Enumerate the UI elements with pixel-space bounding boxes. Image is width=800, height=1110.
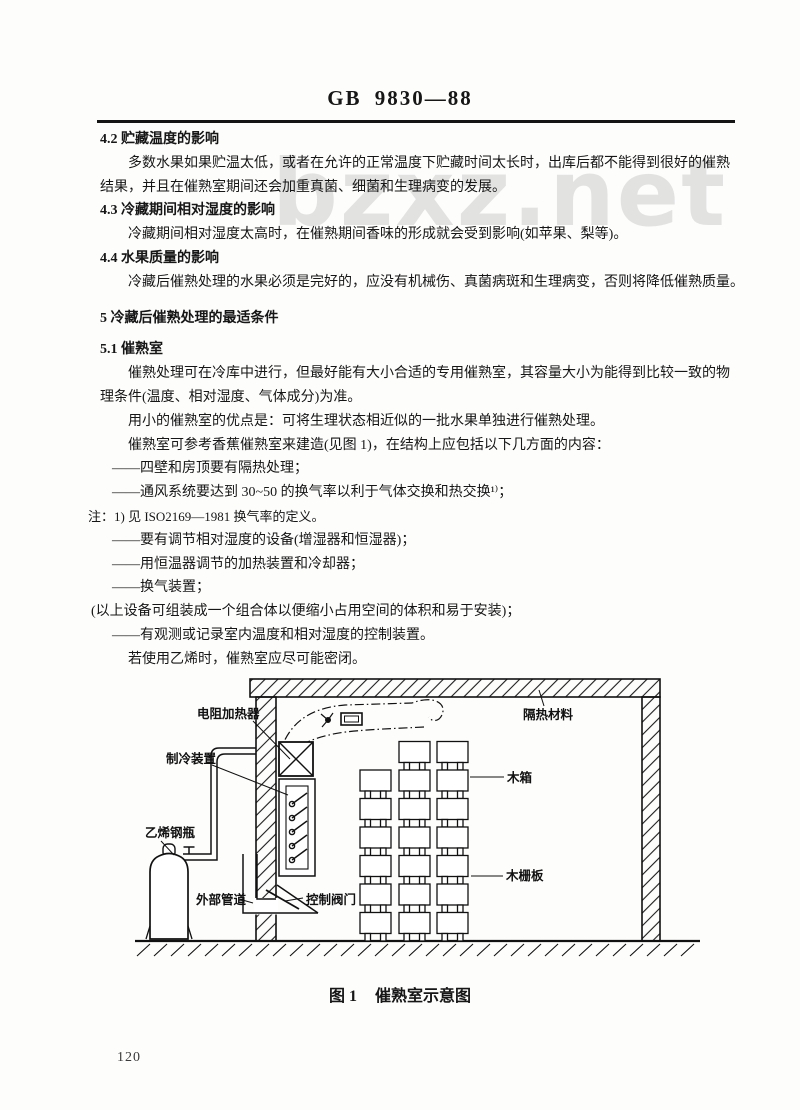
fan-icon — [320, 712, 334, 728]
parenthetical-line: (以上设备可组装成一个组合体以便缩小占用空间的体积和易于安装)； — [91, 604, 521, 620]
paragraph-line: 冷藏期间相对湿度太高时，在催熟期间香味的形成就会受到影响(如苹果、梨等)。 — [128, 227, 628, 243]
header-rule — [97, 120, 735, 123]
label-wooden-box: 木箱 — [506, 770, 533, 785]
paragraph-line: 结果，并且在催熟室期间还会加重真菌、细菌和生理病变的发展。 — [100, 179, 506, 195]
figure-caption: 图 1 催熟室示意图 — [0, 982, 800, 1006]
paragraph-line: 若使用乙烯时，催熟室应尽可能密闭。 — [128, 651, 366, 667]
ethylene-pipe — [183, 747, 256, 861]
list-item-line: ——四壁和房顶要有隔热处理； — [112, 461, 308, 477]
footnote-line: 注：1) 见 ISO2169—1981 换气率的定义。 — [88, 508, 325, 524]
section-4-3-heading: 4.3 冷藏期间相对湿度的影响 — [100, 203, 275, 219]
paragraph-line: 催熟室可参考香蕉催熟室来建造(见图 1)，在结构上应包括以下几方面的内容： — [128, 437, 610, 453]
label-external-pipe: 外部管道 — [195, 892, 247, 907]
list-item-line: ——换气装置； — [112, 580, 210, 596]
label-insulation: 隔热材料 — [523, 707, 574, 722]
paragraph-line: 多数水果如果贮温太低，或者在允许的正常温度下贮藏时间太长时，出库后都不能得到很好… — [128, 155, 730, 171]
watermark: bzxz.net — [272, 140, 728, 247]
figure-caption-number: 图 1 — [328, 988, 357, 1005]
list-item-line: ——通风系统要达到 30~50 的换气率以利于气体交换和热交换¹⁾； — [112, 485, 513, 501]
figure-caption-title: 催熟室示意图 — [375, 988, 472, 1005]
label-resistance-heater: 电阻加热器 — [197, 706, 260, 721]
list-item-line: ——要有调节相对湿度的设备(增湿器和恒湿器)； — [112, 532, 416, 548]
crate-stacks — [359, 740, 469, 942]
list-item-line: ——有观测或记录室内温度和相对湿度的控制装置。 — [112, 627, 434, 643]
figure-1-schematic: 电阻加热器 制冷装置 乙烯钢瓶 外部管道 控制阀门 隔热材料 木箱 木栅板 — [135, 678, 700, 957]
label-wooden-slat: 木栅板 — [505, 868, 544, 883]
paragraph-line: 冷藏后催熟处理的水果必须是完好的，应没有机械伤、真菌病斑和生理病变，否则将降低催… — [128, 274, 744, 290]
ground-hatch — [136, 943, 695, 957]
paragraph-line: 用小的催熟室的优点是：可将生理状态相近似的一批水果单独进行催熟处理。 — [128, 413, 604, 429]
list-item-line: ——用恒温器调节的加热装置和冷却器； — [112, 556, 364, 572]
section-4-4-heading: 4.4 水果质量的影响 — [100, 250, 219, 266]
resistance-heater-icon — [278, 741, 314, 777]
figure-labels: 电阻加热器 制冷装置 乙烯钢瓶 外部管道 控制阀门 隔热材料 木箱 木栅板 — [145, 689, 574, 907]
ethylene-cylinder-icon — [145, 843, 193, 940]
body-text: 4.2 贮藏温度的影响 多数水果如果贮温太低，或者在允许的正常温度下贮藏时间太长… — [88, 128, 744, 672]
paragraph-line: 理条件(温度、相对湿度、气体成分)为准。 — [100, 389, 362, 405]
page-number: 120 — [117, 1050, 141, 1065]
label-cooling-unit: 制冷装置 — [166, 751, 217, 766]
section-5-1-heading: 5.1 催熟室 — [100, 342, 163, 358]
paragraph-line: 催熟处理可在冷库中进行，但最好能有大小合适的专用催熟室，其容量大小为能得到比较一… — [128, 366, 730, 382]
cooling-coil-icon — [278, 778, 316, 877]
section-4-2-heading: 4.2 贮藏温度的影响 — [100, 132, 219, 147]
label-ethylene-cylinder: 乙烯钢瓶 — [145, 825, 196, 840]
control-valve-flap — [265, 889, 300, 910]
standard-number: GB 9830—88 — [327, 86, 473, 110]
control-unit-icon — [340, 712, 363, 726]
section-5-heading: 5 冷藏后催熟处理的最适条件 — [100, 310, 279, 326]
label-control-valve: 控制阀门 — [306, 892, 356, 907]
